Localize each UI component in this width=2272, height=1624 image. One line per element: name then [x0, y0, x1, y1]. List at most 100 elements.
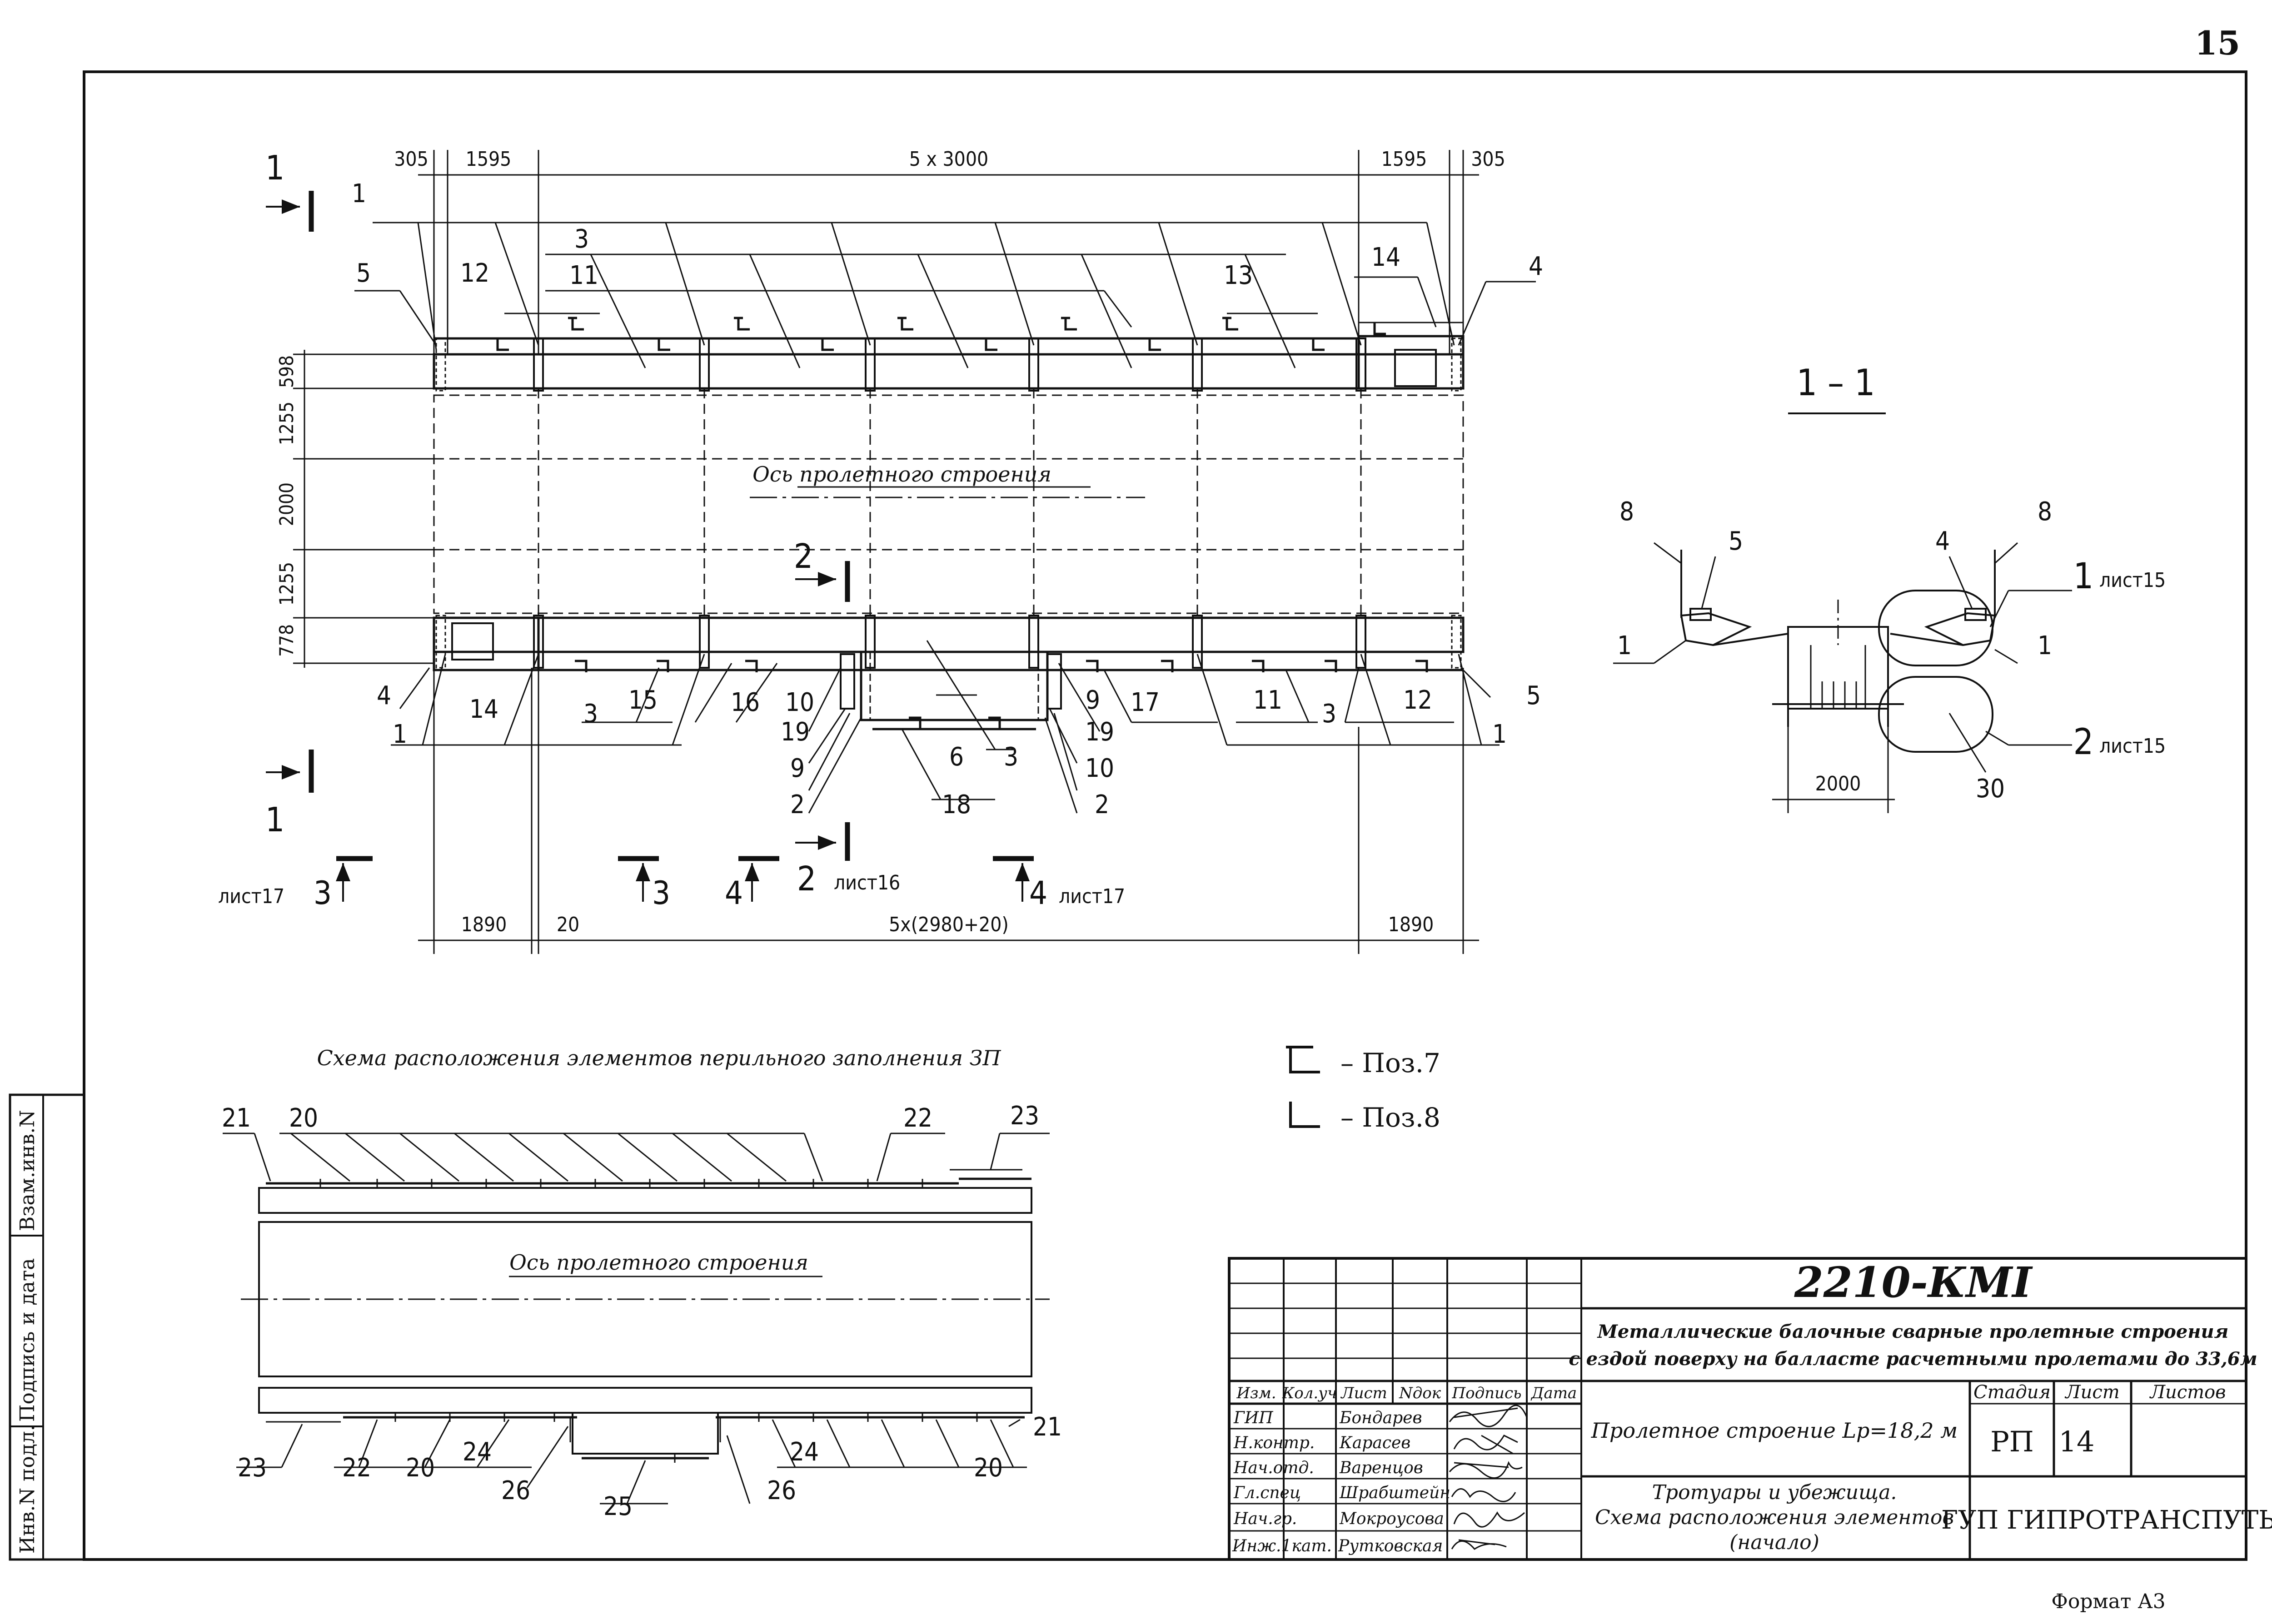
- rail-top-20: 20: [289, 1103, 318, 1133]
- plan-dims-top: 305 1595 5 x 3000 1595 305: [394, 148, 1505, 354]
- dim-top-5x3000: 5 x 3000: [909, 148, 988, 171]
- callout-top-4: 4: [1529, 252, 1543, 281]
- stamp-vzam-inv: Взам.инв.N: [16, 1110, 39, 1231]
- stamp-inv-podl: Инв.N подл.: [16, 1425, 39, 1554]
- angle-symbols-bottom: [575, 660, 1428, 729]
- top-sidewalk: [433, 353, 1465, 390]
- angle-symbols-top: [496, 317, 1386, 351]
- object-name: Пролетное строение Lр=18,2 м: [1591, 1418, 1958, 1443]
- callout-bottom-19-left: 19: [781, 717, 810, 747]
- section-marker-4-left: 4: [725, 856, 779, 912]
- dim-left-1255-top: 1255: [275, 402, 298, 445]
- callout-bottom-11: 11: [1253, 685, 1282, 715]
- callout-bottom-2-right: 2: [1095, 790, 1109, 819]
- page-number: 15: [2195, 24, 2240, 62]
- svg-text:3: 3: [314, 874, 332, 912]
- doc-code: 2210-КМI: [1794, 1258, 2033, 1307]
- rail-bot-24-right: 24: [790, 1437, 819, 1467]
- dim-left-598: 598: [275, 355, 298, 388]
- sec-label-5: 5: [1729, 526, 1743, 556]
- sheet-frame: [83, 70, 2247, 1561]
- section-1-1-dim: 2000: [1815, 772, 1861, 795]
- role-inzh: Инж.1кат.: [1232, 1537, 1332, 1555]
- railing-scheme-title: Схема расположения элементов перильного …: [317, 1046, 1001, 1070]
- sec-label-4: 4: [1935, 526, 1950, 556]
- cross-beams: [538, 388, 1362, 618]
- plan-view: 305 1595 5 x 3000 1595 305 598 1255 2000…: [218, 148, 1543, 954]
- dim-top-1595-left: 1595: [466, 148, 512, 171]
- side-stamp: Инв.N подл. Подпись и дата Взам.инв.N: [9, 1093, 85, 1561]
- name-nkontr: Карасев: [1339, 1434, 1410, 1452]
- dim-top-1595-right: 1595: [1381, 148, 1427, 171]
- section-marker-2-top: 2: [794, 537, 850, 602]
- sheets-header: Листов: [2149, 1382, 2226, 1403]
- callout-top-14: 14: [1371, 243, 1400, 272]
- role-nachotd: Нач.отд.: [1233, 1459, 1314, 1477]
- callout-top-5: 5: [356, 258, 371, 288]
- callout-bottom-10-right: 10: [1085, 754, 1114, 783]
- name-gip: Бондарев: [1339, 1409, 1422, 1427]
- sec-label-1-right: 1: [2038, 631, 2052, 661]
- rail-bot-20-left: 20: [406, 1453, 435, 1483]
- svg-text:Кол.уч: Кол.уч: [1282, 1384, 1337, 1402]
- svg-text:Дата: Дата: [1530, 1384, 1577, 1402]
- sec-ref-1: 1 лист15: [2073, 556, 2166, 597]
- name-inzh: Рутковская: [1338, 1537, 1443, 1555]
- sec-label-8-left: 8: [1619, 497, 1634, 526]
- svg-text:1: 1: [265, 800, 284, 839]
- sec-ref-2: 2 лист15: [2073, 722, 2166, 763]
- refuge-bay: [860, 651, 1049, 721]
- svg-text:3: 3: [652, 874, 670, 912]
- callout-bottom-3-left: 3: [583, 699, 598, 729]
- callout-bottom-2-left: 2: [790, 790, 805, 819]
- callout-top-13: 13: [1224, 261, 1253, 290]
- legend-item-poz8: – Поз.8: [1289, 1102, 1440, 1133]
- project-line-2: с ездой поверху на балласте расчетными п…: [1569, 1348, 2257, 1370]
- callout-bottom-1-right: 1: [1492, 720, 1507, 749]
- legend-item-poz7: – Поз.7: [1286, 1046, 1440, 1078]
- title-block: Изм. Кол.уч Лист Nдок Подпись Дата ГИП Б…: [1228, 1257, 2272, 1561]
- svg-text:4: 4: [725, 874, 743, 912]
- svg-text:4: 4: [1029, 874, 1047, 912]
- section-marker-3-left: лист17 3: [218, 856, 373, 912]
- rail-top-21: 21: [222, 1103, 251, 1133]
- callout-bottom-17: 17: [1131, 688, 1160, 717]
- dim-left-2000: 2000: [275, 482, 298, 526]
- dim-bottom-20: 20: [557, 913, 579, 936]
- project-line-1: Металлические балочные сварные пролетные…: [1597, 1321, 2229, 1342]
- svg-text:1: 1: [265, 149, 284, 188]
- svg-text:2: 2: [2073, 722, 2094, 763]
- name-nachgr: Мокроусова: [1339, 1510, 1444, 1528]
- callout-bottom-19-right: 19: [1085, 717, 1114, 747]
- sheet-title-1: Тротуары и убежища.: [1652, 1481, 1897, 1504]
- callout-bottom-9-left: 9: [790, 754, 805, 783]
- callout-bottom-14: 14: [469, 695, 498, 724]
- sheet-title-3: (начало): [1729, 1531, 1819, 1554]
- railing-axis-label: Ось пролетного строения: [509, 1250, 808, 1275]
- rail-bot-20-right: 20: [974, 1453, 1003, 1483]
- svg-text:2: 2: [794, 537, 813, 576]
- callout-bottom-15: 15: [628, 685, 658, 715]
- bottom-sidewalk: [433, 616, 1465, 653]
- callout-bottom-18: 18: [942, 790, 971, 819]
- sheet-header: Лист: [2064, 1382, 2119, 1403]
- stamp-signature-date: Подпись и дата: [16, 1258, 39, 1422]
- organization: ГУП ГИПРОТРАНСПУТЬ: [1941, 1505, 2272, 1535]
- name-nachotd: Варенцов: [1339, 1459, 1423, 1477]
- callout-bottom-12: 12: [1403, 685, 1432, 715]
- dim-left-778: 778: [275, 624, 298, 657]
- svg-text:Изм.: Изм.: [1236, 1384, 1276, 1402]
- callout-top-12: 12: [460, 258, 489, 288]
- callout-bottom-3-mid: 3: [1004, 742, 1018, 772]
- legend: – Поз.7 – Поз.8: [1286, 1046, 1440, 1133]
- bottom-posts: [435, 615, 1462, 669]
- section-marker-1-top: 1: [265, 149, 314, 232]
- rail-bot-24-left: 24: [463, 1437, 492, 1467]
- section-1-1-title: 1 – 1: [1796, 362, 1875, 404]
- sec-label-8-right: 8: [2038, 497, 2052, 526]
- stage-value: РП: [1990, 1425, 2034, 1458]
- callout-bottom-1-left: 1: [393, 720, 407, 749]
- svg-text:лист15: лист15: [2099, 735, 2166, 758]
- svg-text:2: 2: [797, 859, 816, 899]
